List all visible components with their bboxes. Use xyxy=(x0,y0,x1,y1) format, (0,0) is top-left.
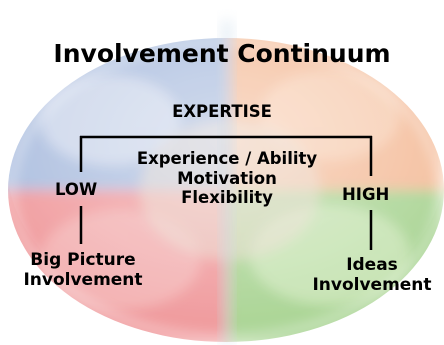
center-line-flexibility: Flexibility xyxy=(181,188,273,207)
big-picture-involvement-label: Big Picture Involvement xyxy=(8,252,158,289)
ideas-involvement-line: Involvement xyxy=(312,275,432,295)
ideas-involvement-label: Ideas Involvement xyxy=(300,257,444,294)
big-picture-involvement-line: Involvement xyxy=(23,270,143,290)
center-line-motivation: Motivation xyxy=(177,168,277,188)
center-factors: Experience / Ability Motivation Flexibil… xyxy=(111,149,343,207)
diagram-title: Involvement Continuum xyxy=(53,39,391,68)
big-picture-line: Big Picture xyxy=(30,250,136,270)
expertise-label: EXPERTISE xyxy=(172,102,272,121)
center-line-experience: Experience / Ability xyxy=(136,149,318,168)
high-label: HIGH xyxy=(342,185,390,204)
low-label: LOW xyxy=(55,180,98,199)
ideas-line: Ideas xyxy=(346,255,398,275)
